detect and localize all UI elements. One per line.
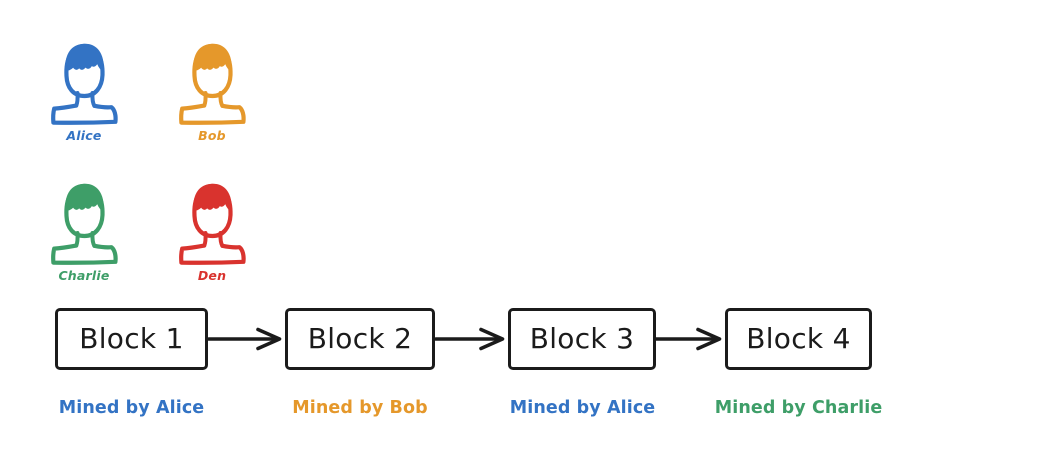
- arrow-right-icon: [654, 327, 727, 351]
- person-avatar-icon: [173, 36, 251, 128]
- person-avatar-icon: [45, 36, 123, 128]
- participant-den[interactable]: Den: [173, 176, 251, 283]
- person-avatar-icon: [173, 176, 251, 268]
- participant-name: Charlie: [58, 268, 110, 283]
- block-label: Block 1: [79, 322, 184, 355]
- caption-text: Mined by Bob: [292, 398, 428, 418]
- block-caption-2: Mined by Bob: [268, 398, 452, 418]
- block-node-3[interactable]: Block 3: [508, 308, 656, 370]
- participant-name: Alice: [66, 128, 102, 143]
- block-node-4[interactable]: Block 4: [725, 308, 872, 370]
- participant-charlie[interactable]: Charlie: [45, 176, 123, 283]
- participant-name: Den: [197, 268, 227, 283]
- participant-alice[interactable]: Alice: [45, 36, 123, 143]
- caption-text: Mined by Charlie: [714, 398, 883, 418]
- block-label: Block 3: [529, 322, 635, 355]
- person-avatar-icon: [45, 176, 123, 268]
- block-caption-1: Mined by Alice: [35, 398, 228, 418]
- caption-text: Mined by Alice: [509, 398, 656, 418]
- block-caption-4: Mined by Charlie: [693, 398, 904, 418]
- block-node-1[interactable]: Block 1: [55, 308, 208, 370]
- block-node-2[interactable]: Block 2: [285, 308, 435, 370]
- arrow-right-icon: [434, 327, 510, 351]
- block-caption-3: Mined by Alice: [486, 398, 679, 418]
- participant-bob[interactable]: Bob: [173, 36, 251, 143]
- participant-name: Bob: [198, 128, 226, 143]
- caption-text: Mined by Alice: [58, 398, 205, 418]
- block-label: Block 2: [307, 322, 413, 355]
- block-label: Block 4: [746, 322, 851, 355]
- arrow-right-icon: [207, 327, 287, 351]
